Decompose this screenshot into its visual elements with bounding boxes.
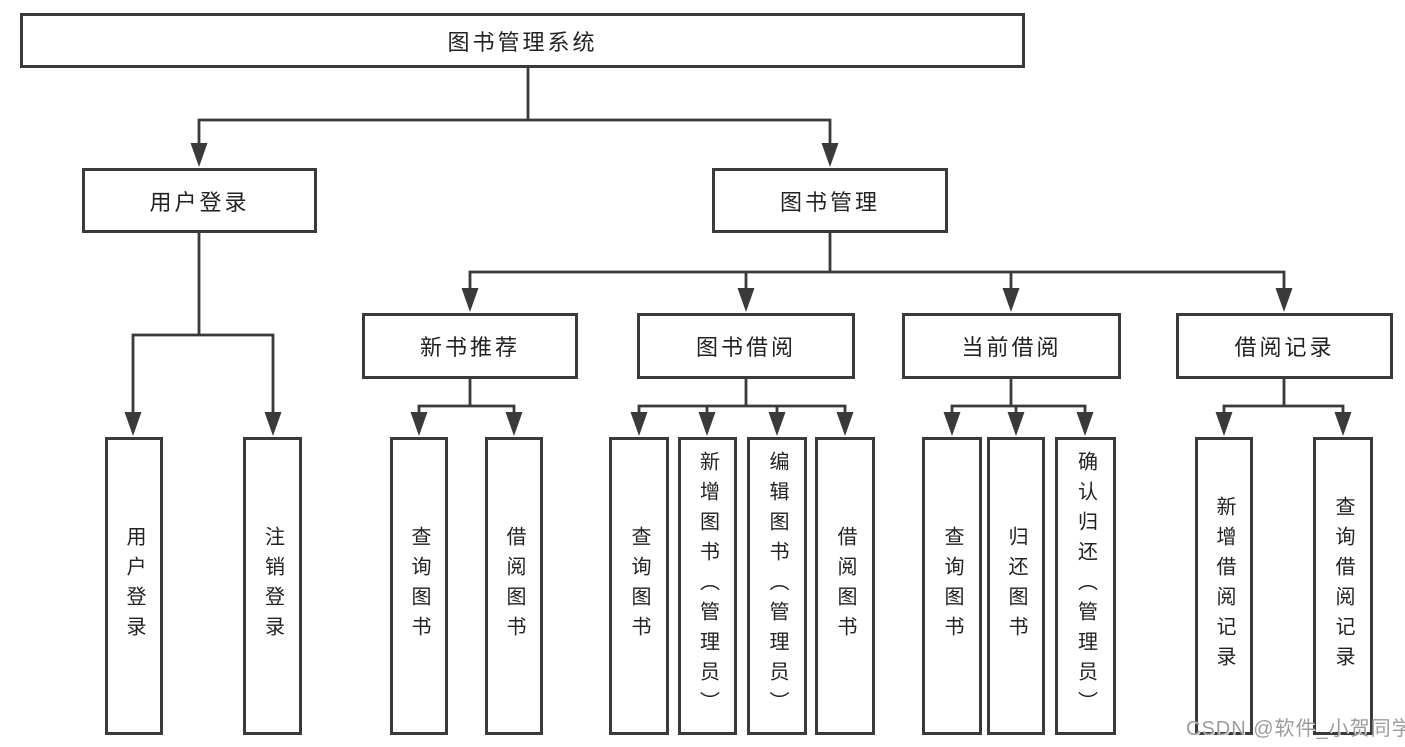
leaf-query-books-current: 查询图书 [922,437,982,735]
connector-book-management-to-level3 [461,231,1293,312]
node-book-borrowing: 图书借阅 [637,313,855,379]
leaf-logout: 注销登录 [243,437,302,735]
connector-borrowing-records-children [1215,377,1352,436]
leaf-add-books-admin: 新增图书（管理员） [678,437,737,735]
watermark: CSDN @软件_小贺同学 [1186,718,1405,740]
connector-new-book-recommend-children [410,377,523,436]
node-new-book-recommend: 新书推荐 [362,313,578,379]
node-book-management: 图书管理 [712,168,948,233]
leaf-add-borrow-record: 新增借阅记录 [1195,437,1253,735]
node-root: 图书管理系统 [20,13,1025,68]
connector-current-borrowing-children [943,377,1094,436]
leaf-user-login: 用户登录 [105,437,163,735]
node-borrowing-records: 借阅记录 [1176,313,1393,379]
leaf-edit-books-admin: 编辑图书（管理员） [747,437,807,735]
leaf-query-books-recommend: 查询图书 [390,437,448,735]
connector-user-login-children [124,231,282,436]
leaf-confirm-return-admin: 确认归还（管理员） [1055,437,1116,735]
node-current-borrowing: 当前借阅 [902,313,1121,379]
leaf-borrow-books-recommend: 借阅图书 [485,437,543,735]
connector-root-to-level2 [190,66,839,167]
connector-book-borrowing-children [630,377,854,436]
node-user-login: 用户登录 [82,168,317,233]
leaf-query-books-borrowing: 查询图书 [609,437,669,735]
leaf-borrow-books: 借阅图书 [815,437,875,735]
leaf-return-books: 归还图书 [987,437,1045,735]
leaf-query-borrow-record: 查询借阅记录 [1313,437,1373,735]
